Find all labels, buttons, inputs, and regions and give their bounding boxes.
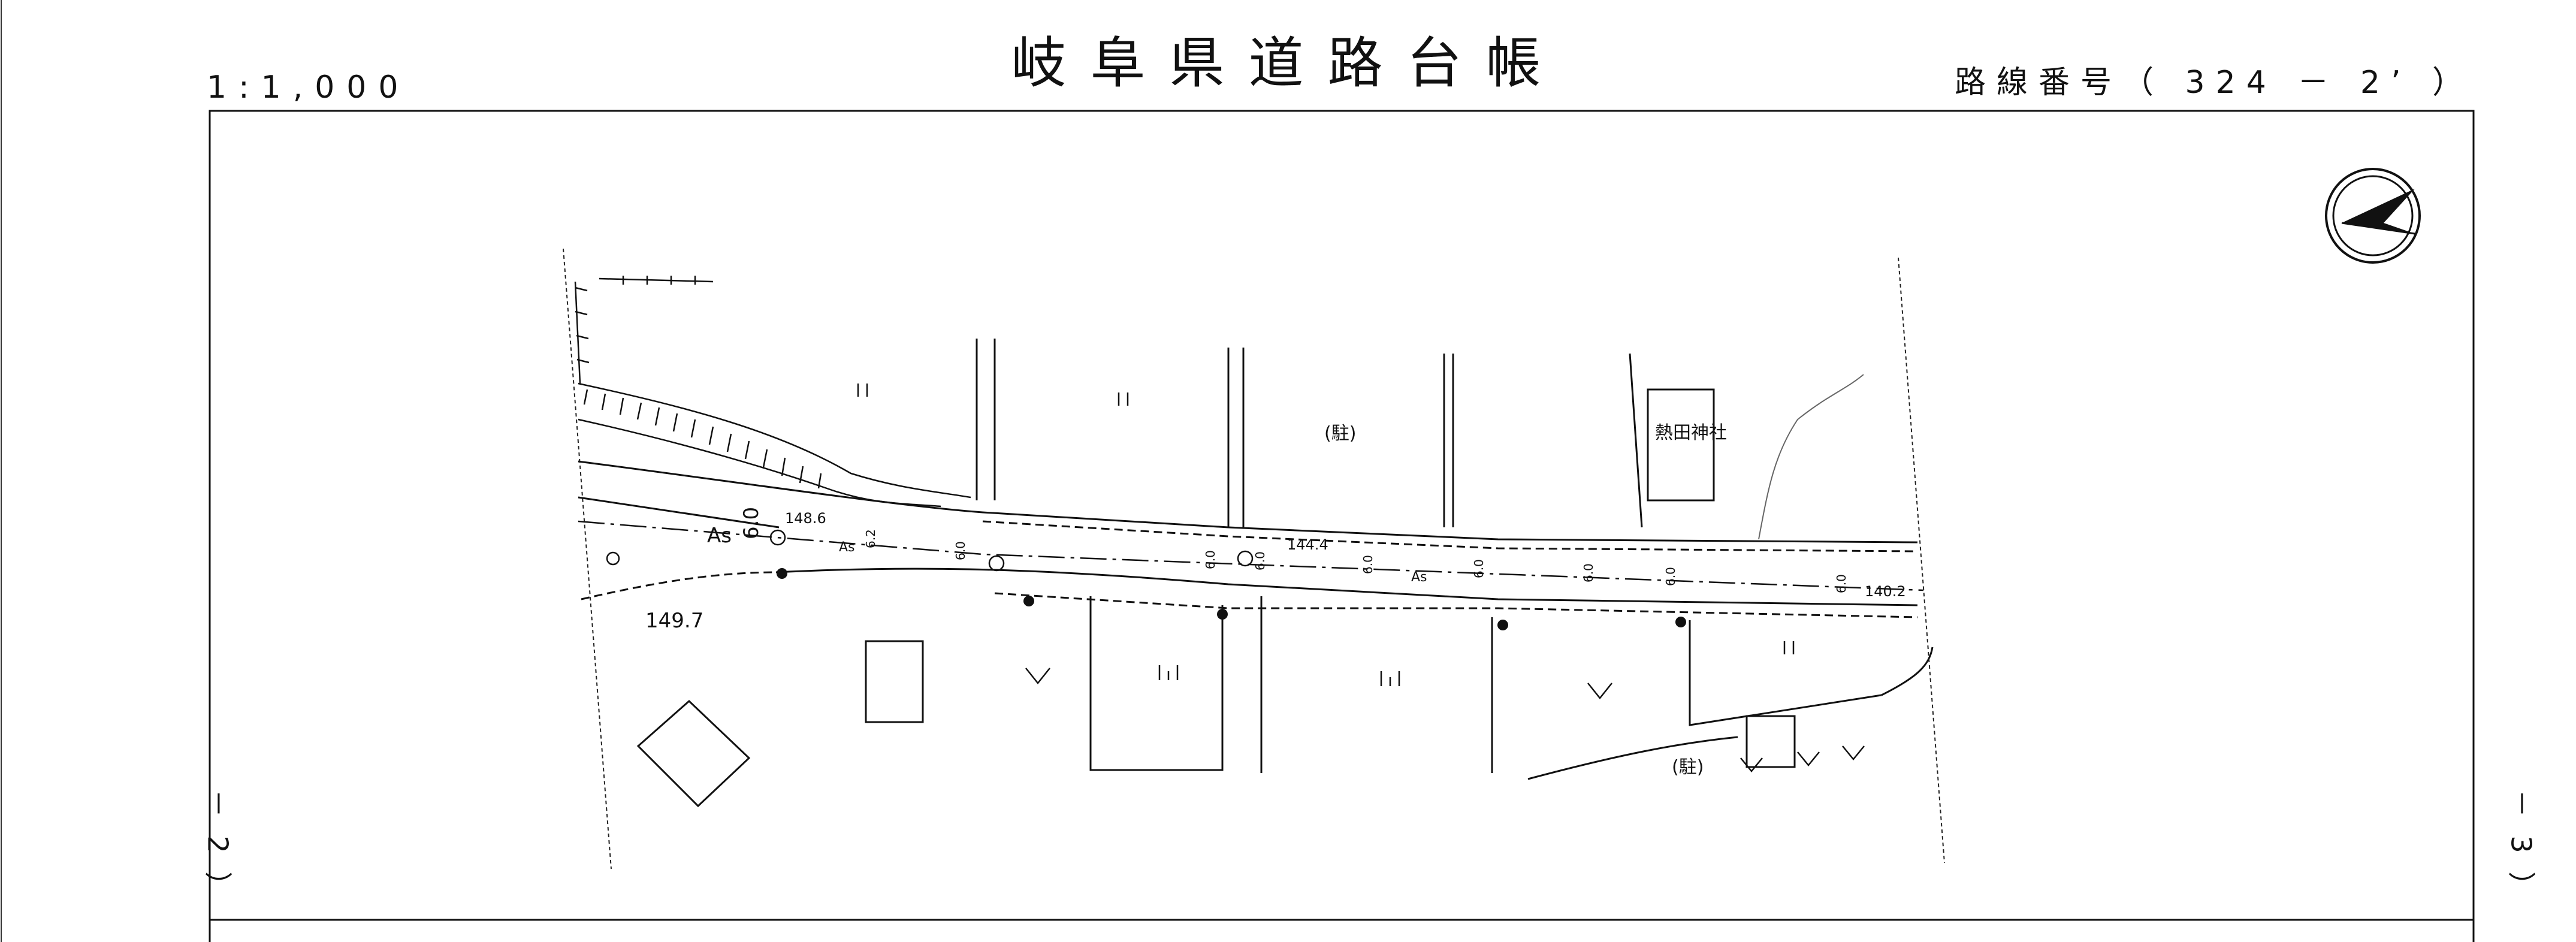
route-number: 路線番号（ 324 － 2’ ） <box>1955 65 2474 101</box>
elevation-label: 140.2 <box>1865 583 1906 600</box>
parking-label: (駐) <box>1672 757 1704 778</box>
road-edge-dashed <box>581 520 1918 618</box>
road-edges <box>578 460 1918 606</box>
elevation-label: 144.4 <box>1287 536 1328 553</box>
road-centerline <box>578 520 1924 591</box>
width-label: 6.0 <box>953 541 968 560</box>
land-use-symbols <box>857 384 1865 772</box>
map-frame <box>209 110 2475 942</box>
page-title: 岐阜県道路台帳 <box>1011 31 1565 95</box>
elevation-label: 149.7 <box>645 609 703 633</box>
width-label: 6.0 <box>1834 574 1849 593</box>
pavement-label: As <box>839 540 855 555</box>
width-label: 6.0 <box>1203 550 1218 569</box>
elevation-label: 148.6 <box>785 510 826 527</box>
width-label: 6.0 <box>1253 551 1267 570</box>
north-arrow-icon <box>2325 168 2421 264</box>
shrine-grounds <box>1758 374 1864 540</box>
width-label: 6.0 <box>1472 559 1486 578</box>
parking-label: (駐) <box>1324 423 1356 444</box>
pavement-label: As <box>1411 570 1427 585</box>
width-label: 6.0 <box>1663 567 1678 586</box>
buildings <box>636 388 1796 808</box>
width-label: 6.0 <box>739 507 763 539</box>
manhole-markers <box>606 529 1254 572</box>
shrine-label: 熱田神社 <box>1655 422 1727 443</box>
pavement-label: As <box>707 524 732 548</box>
width-label: 6.0 <box>1361 555 1375 574</box>
width-label: 6.0 <box>1581 563 1596 582</box>
embankment-ticks <box>575 276 822 489</box>
utility-markers <box>777 568 1686 630</box>
width-label: 6.2 <box>863 529 878 548</box>
embankment-hatching <box>574 277 971 508</box>
survey-boundary <box>563 248 1945 869</box>
map-scale: 1:1,000 <box>207 70 410 105</box>
walls <box>976 339 1934 780</box>
